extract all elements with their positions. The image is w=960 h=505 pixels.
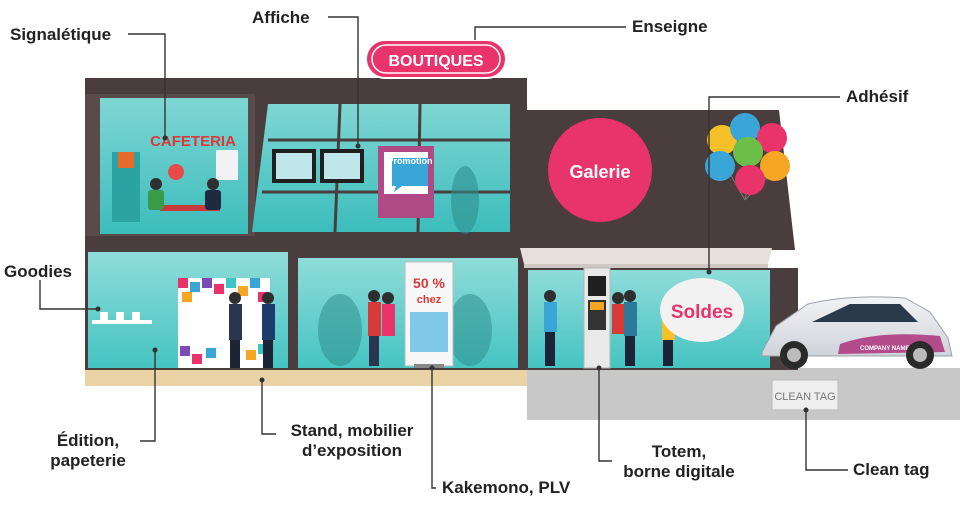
label-stand-line2: d’exposition [301,441,403,460]
silhouette-upper [451,166,479,234]
shopper-1 [544,290,556,302]
label-totem-line2: borne digitale [623,462,735,481]
cafe-clock [168,164,184,180]
promotion-text: Promotion [388,156,433,166]
stand-person-2 [262,292,274,304]
kakemono-pct: 50 % [413,275,445,291]
label-totem-line1: Totem, [651,442,707,461]
cafe-person-right-body [205,190,221,210]
shopper-2 [612,292,624,304]
balloons [705,113,790,201]
galerie-sign [548,118,652,222]
soldes-text: Soldes [671,302,733,323]
leader-cleantag [805,410,848,471]
cafeteria-sign: CAFETERIA [150,133,236,150]
soldes-sticker [660,278,744,342]
roof-band [85,78,527,94]
canopy [520,248,772,264]
silhouettes-middle [318,294,362,366]
boutiques-text: BOUTIQUES [388,53,483,70]
leader-goodies [39,280,98,310]
sidewalk [85,368,527,386]
leader-kakemono [431,368,436,489]
pavement [527,368,960,420]
galerie-text: Galerie [569,162,630,182]
car: COMPANY NAME [761,296,953,369]
boutiques-sign [365,39,507,79]
leader-affiche [328,16,359,146]
cafe-poster [216,150,238,180]
label-edition: Édition, papeterie [40,431,136,471]
clean-tag-sign [771,379,839,411]
cafe-person-right [207,178,219,190]
label-cleantag: Clean tag [853,460,930,479]
clean-tag-sign-text: CLEAN TAG [774,391,835,403]
leader-edition [140,350,156,442]
leader-signaletique [128,33,166,138]
floor-slab [85,236,527,250]
label-stand-line1: Stand, mobilier [290,421,414,440]
shopper-3 [624,290,636,302]
toilet-sign [118,152,134,168]
label-enseigne: Enseigne [632,17,708,36]
label-stand: Stand, mobilier d’exposition [282,421,422,461]
label-edition-line1: Édition, [56,431,120,450]
leader-dots [95,135,809,413]
leader-totem [598,368,612,462]
label-adhesif: Adhésif [846,87,909,106]
couple-person-1 [368,290,380,302]
label-totem: Totem, borne digitale [614,442,744,482]
leader-stand [261,380,276,435]
label-goodies: Goodies [4,262,73,281]
stand-person-1 [229,292,241,304]
label-signaletique: Signalétique [10,25,112,44]
company-name-text: COMPANY NAME [860,346,909,352]
goodies-shelf [92,320,152,324]
leader-enseigne [474,26,626,40]
leader-lines [39,16,848,489]
cafe-table [160,205,220,211]
label-affiche: Affiche [252,8,310,27]
leader-adhesif [708,96,840,272]
cafe-person-left [150,178,162,190]
cafe-person-left-body [148,190,164,210]
kakemono-chez: chez [417,294,442,306]
label-kakemono: Kakemono, PLV [442,478,571,497]
label-edition-line2: papeterie [50,451,126,470]
